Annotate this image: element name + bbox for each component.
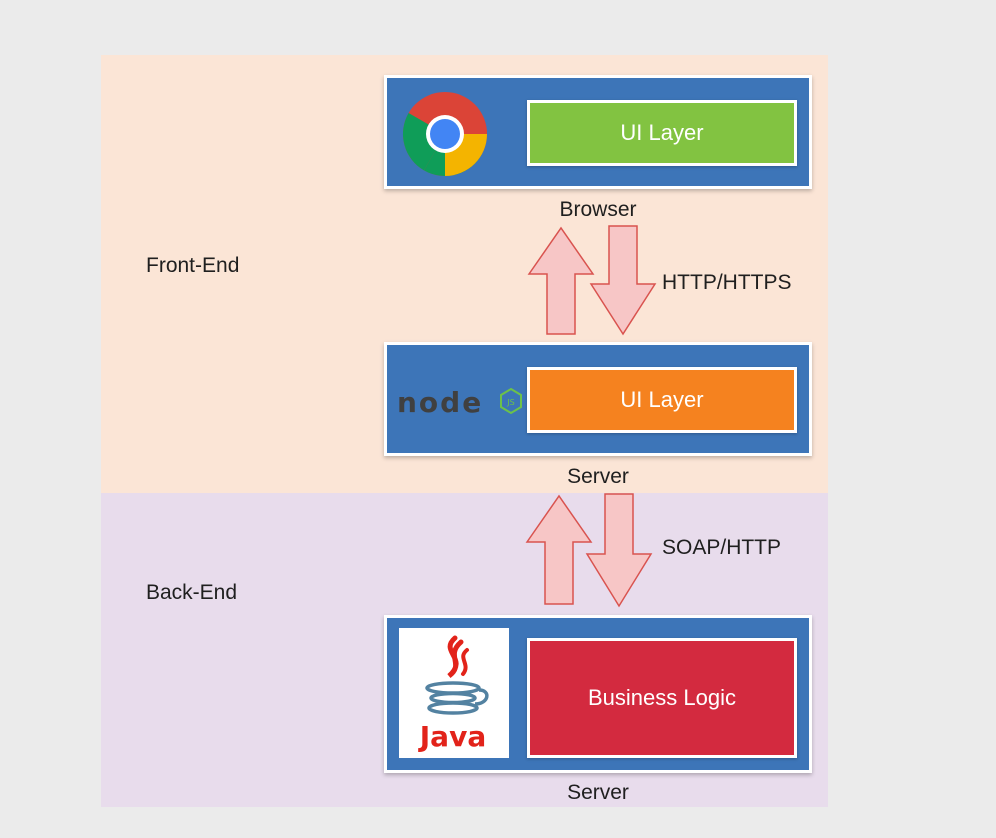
http-https-label: HTTP/HTTPS [662,271,792,294]
java-server-caption: Server [567,781,629,804]
business-logic-layer: Business Logic [527,638,797,758]
soap-arrows-icon [525,493,653,608]
svg-text:node: node [397,386,483,419]
node-server-caption: Server [567,465,629,488]
java-server-tier: Java Business Logic [384,615,812,773]
svg-text:JS: JS [506,398,514,407]
business-logic-label: Business Logic [588,685,736,710]
browser-caption: Browser [559,198,637,221]
http-arrows-icon [527,225,657,336]
node-server-tier: node JS UI Layer [384,342,812,456]
java-logo-box: Java [399,628,509,758]
chrome-logo-icon [402,92,487,177]
svg-text:Java: Java [418,720,486,753]
node-ui-layer-label: UI Layer [620,387,704,412]
back-end-label: Back-End [146,581,238,604]
front-end-label: Front-End [146,254,240,277]
soap-http-label: SOAP/HTTP [662,536,782,559]
nodejs-logo-icon: node JS [397,386,522,419]
browser-tier: UI Layer [384,75,812,189]
browser-ui-layer-label: UI Layer [620,120,704,145]
browser-ui-layer: UI Layer [527,100,797,166]
java-logo-icon: Java [418,635,489,753]
node-ui-layer: UI Layer [527,367,797,433]
